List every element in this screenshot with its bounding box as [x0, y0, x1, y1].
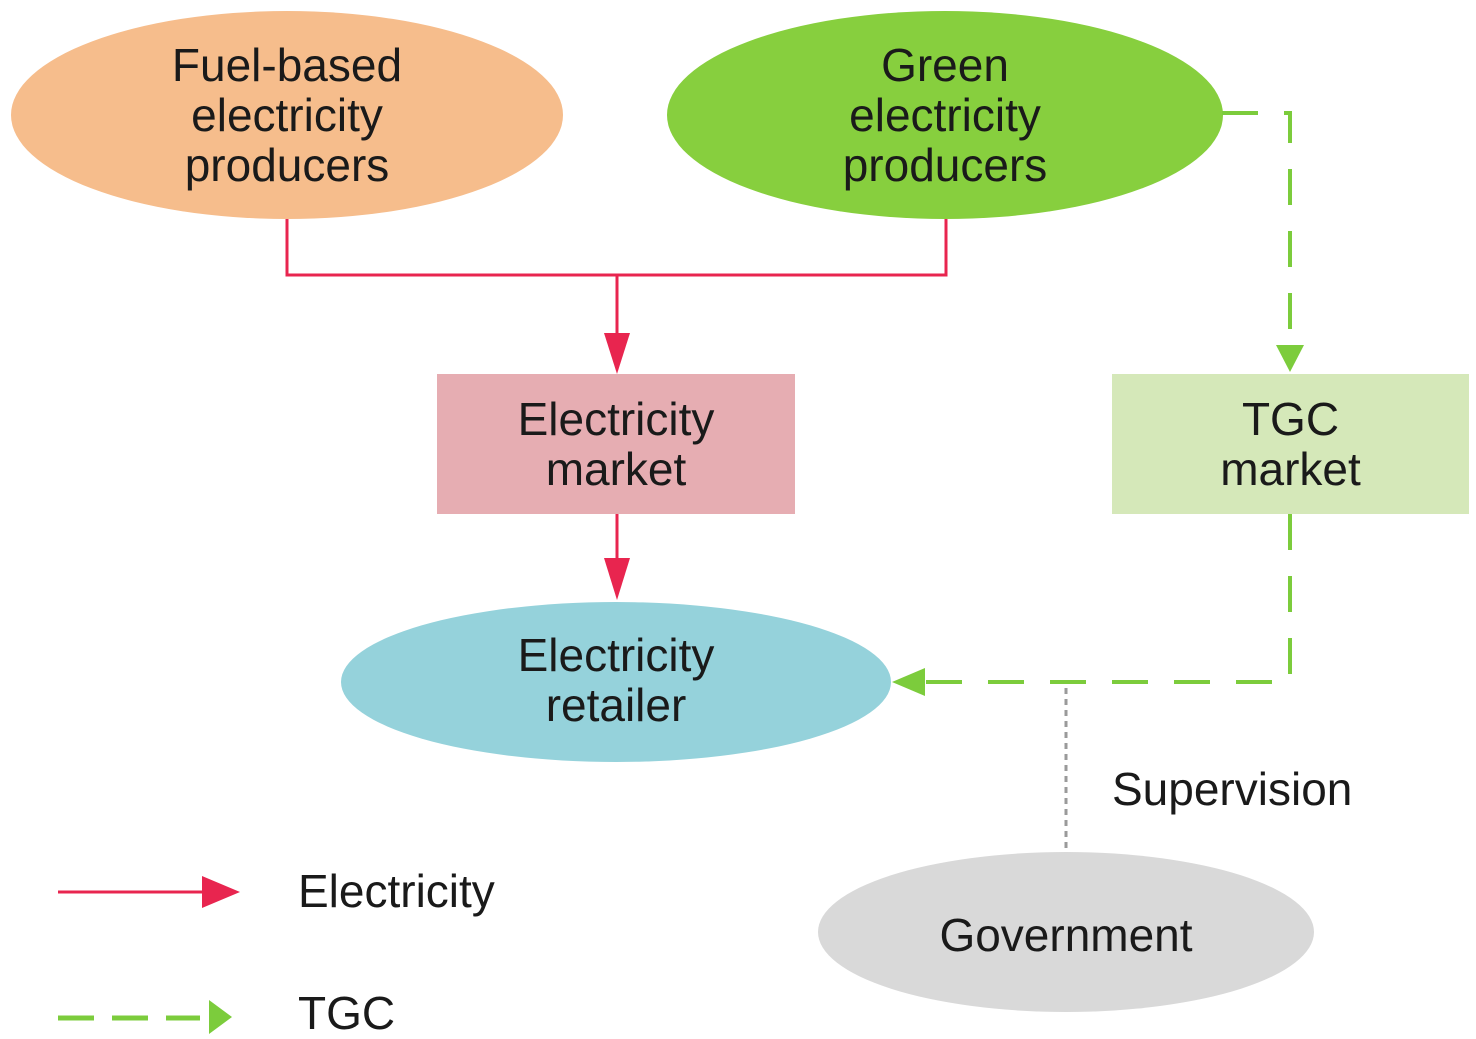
tgc-to-retailer-line: [925, 514, 1292, 684]
tgc-to-retailer-arrowhead: [892, 668, 925, 696]
legend-electricity-label: Electricity: [298, 865, 495, 917]
green-producers-node: [667, 11, 1223, 219]
green-producers-label: Green electricity producers: [842, 39, 1048, 191]
retailer-node: [341, 602, 891, 762]
green-to-tgc-line: [1222, 111, 1292, 345]
market-to-retailer-arrowhead: [604, 558, 630, 600]
fuel-producers-label: Fuel-based electricity producers: [171, 39, 403, 191]
fuel-to-market-line: [285, 219, 948, 277]
retailer-label: Electricity retailer: [517, 629, 715, 731]
electricity-market-node: [437, 374, 795, 514]
green-to-tgc-arrowhead: [1276, 345, 1304, 372]
legend-tgc-label: TGC: [298, 987, 396, 1039]
government-node: [818, 852, 1314, 1012]
government-label: Government: [939, 909, 1193, 961]
tgc-market-label: TGC market: [1220, 393, 1361, 495]
tgc-market-node: [1112, 374, 1469, 514]
legend-electricity-arrowhead: [202, 876, 240, 908]
electricity-market-label: Electricity market: [517, 393, 715, 495]
fuel-producers-node: [11, 11, 563, 219]
producers-to-market-arrowhead: [604, 333, 630, 374]
legend-tgc-arrowhead: [209, 1000, 232, 1034]
supervision-label: Supervision: [1112, 763, 1353, 815]
